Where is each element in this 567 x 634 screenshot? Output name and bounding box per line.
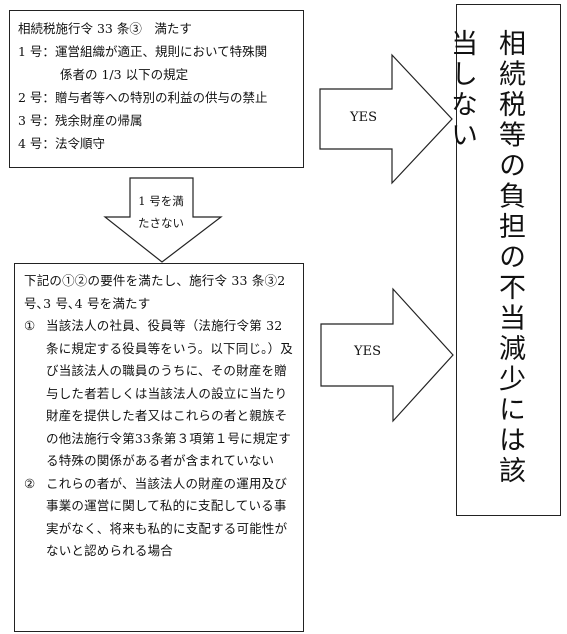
down-arrow xyxy=(103,177,223,263)
condition-item-1: 1 号：運営組織が適正、規則において特殊関 xyxy=(18,44,268,59)
result-text: 相続税等の負担の不当減少には該当しない xyxy=(446,29,525,487)
requirement-item-2: ② これらの者が、当該法人の財産の運用及び事業の運営に関して私的に支配している事… xyxy=(24,473,297,563)
down-arrow-label: 1 号を満 たさない xyxy=(138,194,184,230)
yes-arrow-bottom-label: YES xyxy=(354,344,381,359)
condition-item-1-cont: 係者の 1/3 以下の規定 xyxy=(60,67,189,82)
condition-box: 相続税施行令 33 条③ 満たす 1 号：運営組織が適正、規則において特殊関 係… xyxy=(9,10,304,168)
yes-arrow-top xyxy=(319,53,453,185)
requirement-num-1: ① xyxy=(24,318,36,333)
condition-item-3: 3 号：残余財産の帰属 xyxy=(18,113,143,128)
condition-item-4: 4 号：法令順守 xyxy=(18,136,105,151)
requirements-box: 下記の①②の要件を満たし、施行令 33 条③2号､3 号､4 号を満たす ① 当… xyxy=(14,263,304,632)
yes-arrow-top-label: YES xyxy=(350,110,377,125)
requirements-intro: 下記の①②の要件を満たし、施行令 33 条③2号､3 号､4 号を満たす xyxy=(24,273,286,311)
requirement-num-2: ② xyxy=(24,475,36,491)
yes-arrow-bottom xyxy=(320,287,454,423)
condition-title: 相続税施行令 33 条③ 満たす xyxy=(18,21,192,36)
result-box: 相続税等の負担の不当減少には該当しない xyxy=(446,4,561,516)
condition-item-2: 2 号：贈与者等への特別の利益の供与の禁止 xyxy=(18,90,268,105)
requirement-text-1: 当該法人の社員、役員等（法施行令第 32 条に規定する役員等をいう。以下同じ。）… xyxy=(46,318,294,468)
requirement-item-1: ① 当該法人の社員、役員等（法施行令第 32 条に規定する役員等をいう。以下同じ… xyxy=(24,315,297,473)
requirement-text-2: これらの者が、当該法人の財産の運用及び事業の運営に関して私的に支配している事実が… xyxy=(46,475,288,559)
